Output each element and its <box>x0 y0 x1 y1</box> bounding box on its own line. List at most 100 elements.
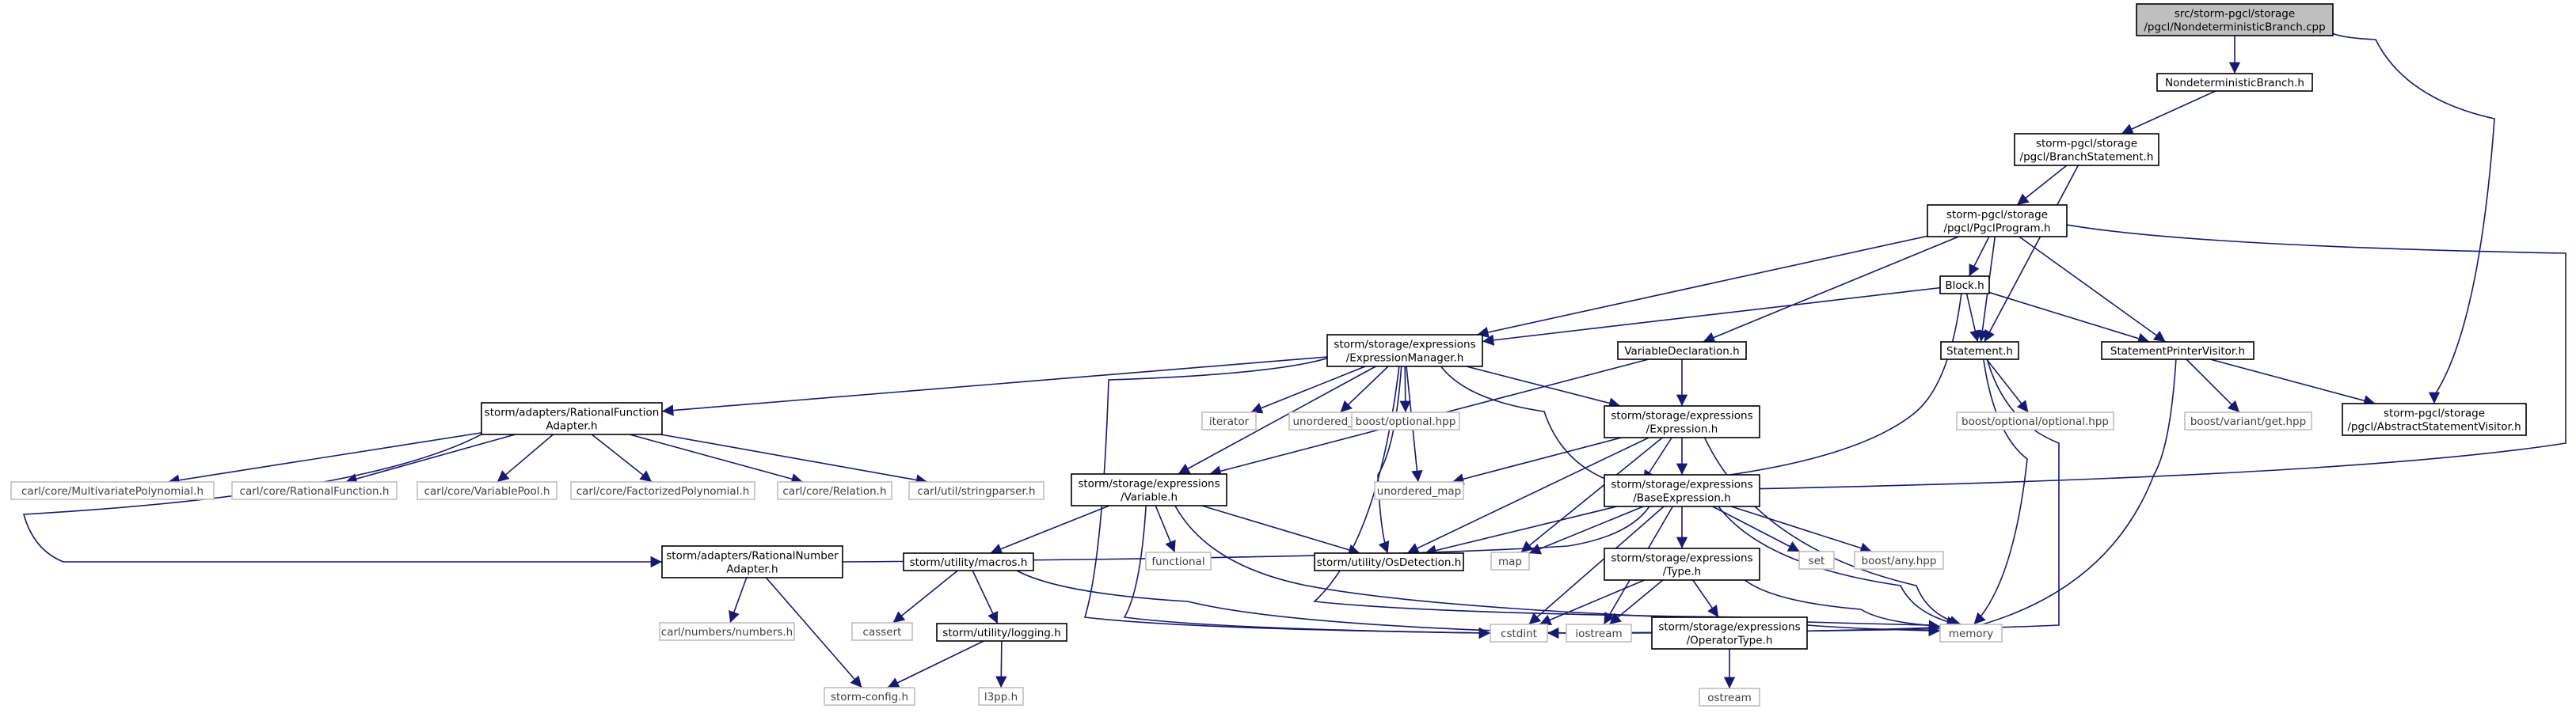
node-box <box>2156 73 2313 92</box>
node-label: iterator <box>1209 415 1250 428</box>
node-label: carl/core/FactorizedPolynomial.h <box>576 485 750 498</box>
edge-bs-to-stmt <box>1984 165 2079 343</box>
node-box <box>1956 411 2114 430</box>
edge-rna-to-carlnum <box>729 577 748 624</box>
node-label: storm-pgcl/storage <box>1946 209 2048 222</box>
node-label: /pgcl/PgclProgram.h <box>1943 222 2050 235</box>
node-label: carl/numbers/numbers.h <box>661 626 793 639</box>
edge-em-to-osd <box>1377 366 1402 554</box>
node-logging[interactable]: storm/utility/logging.h <box>936 623 1067 642</box>
node-vd[interactable]: VariableDeclaration.h <box>1617 341 1747 360</box>
node-box <box>851 622 913 641</box>
node-label: carl/core/VariablePool.h <box>424 485 550 498</box>
node-expr[interactable]: storm/storage/expressions/Expression.h <box>1604 405 1760 438</box>
edge-logging-to-stormcfg <box>887 640 984 688</box>
node-rf: carl/core/RationalFunction.h <box>231 481 398 500</box>
node-map: map <box>1490 552 1530 571</box>
node-box <box>1940 341 2019 360</box>
node-box <box>936 623 1067 642</box>
edge-block-to-spv <box>1988 291 2150 344</box>
node-label: set <box>1809 555 1825 567</box>
node-label: storm/storage/expressions <box>1078 478 1220 491</box>
node-label: /Type.h <box>1663 566 1701 578</box>
node-box <box>1374 481 1464 500</box>
node-macros[interactable]: storm/utility/macros.h <box>903 552 1034 571</box>
node-em[interactable]: storm/storage/expressions/ExpressionMana… <box>1326 334 1483 367</box>
node-osd[interactable]: storm/utility/OsDetection.h <box>1314 552 1464 571</box>
node-label: storm/utility/logging.h <box>942 627 1060 639</box>
node-bopt: boost/optional.hpp <box>1351 411 1460 430</box>
node-label: storm-config.h <box>831 691 908 704</box>
edge-em-to-iter <box>1250 366 1366 414</box>
node-box <box>659 622 795 641</box>
node-label: storm/storage/expressions <box>1611 552 1752 565</box>
edge-em-to-vec <box>1440 366 1626 489</box>
node-type[interactable]: storm/storage/expressions/Type.h <box>1604 548 1760 581</box>
node-label: storm/storage/expressions <box>1334 339 1475 351</box>
node-block[interactable]: Block.h <box>1939 275 1990 294</box>
node-asv[interactable]: storm-pgcl/storage/pgcl/AbstractStatemen… <box>2342 403 2527 436</box>
node-label: src/storm-pgcl/storage <box>2175 8 2295 21</box>
edge-be-to-map <box>1528 506 1644 555</box>
node-label: /ExpressionManager.h <box>1346 352 1464 365</box>
node-label: ostream <box>1707 692 1752 704</box>
node-var[interactable]: storm/storage/expressions/Variable.h <box>1071 473 1227 506</box>
node-bs[interactable]: storm-pgcl/storage/pgcl/BranchStatement.… <box>2014 133 2159 166</box>
node-ndbh[interactable]: NondeterministicBranch.h <box>2156 73 2313 92</box>
node-stmt[interactable]: Statement.h <box>1940 341 2019 360</box>
node-label: carl/core/MultivariatePolynomial.h <box>21 485 204 498</box>
node-label: storm/storage/expressions <box>1658 621 1800 634</box>
node-carlnum: carl/numbers/numbers.h <box>659 622 795 641</box>
edge-pp-to-em <box>1477 235 1928 338</box>
node-box <box>903 552 1034 571</box>
node-fp: carl/core/FactorizedPolynomial.h <box>570 481 755 500</box>
edge-var-to-func <box>1155 505 1176 553</box>
edge-rna-to-stormcfg <box>765 577 863 688</box>
node-label: Block.h <box>1945 279 1984 292</box>
node-boptopt: boost/optional/optional.hpp <box>1956 411 2114 430</box>
edge-macros-to-cassert <box>892 570 958 624</box>
node-label: storm/utility/OsDetection.h <box>1317 556 1462 569</box>
node-label: /Expression.h <box>1646 423 1718 436</box>
edge-em-to-uset <box>1339 366 1389 413</box>
edge-type-to-memory <box>1744 579 1941 631</box>
node-label: StatementPrinterVisitor.h <box>2110 345 2245 358</box>
node-optype[interactable]: storm/storage/expressions/OperatorType.h <box>1651 616 1808 650</box>
edge-var-to-osd <box>1201 505 1360 556</box>
node-box <box>1939 275 1990 294</box>
node-box <box>481 402 663 435</box>
node-spv[interactable]: StatementPrinterVisitor.h <box>2101 341 2254 360</box>
edge-pp-to-block <box>1968 236 1990 277</box>
edge-expr-to-osd <box>1406 437 1649 554</box>
edge-be-to-cstdint <box>1528 506 1665 625</box>
node-label: unordered_map <box>1377 485 1461 498</box>
node-label: storm/storage/expressions <box>1611 479 1752 491</box>
edge-pp-to-vec <box>1662 224 2566 497</box>
node-box <box>1566 624 1632 643</box>
edge-type-to-cstdint <box>1539 579 1645 626</box>
edge-spv-to-bvg <box>2186 358 2240 413</box>
node-box <box>231 481 398 500</box>
node-label: cstdint <box>1501 628 1537 640</box>
node-pp[interactable]: storm-pgcl/storage/pgcl/PgclProgram.h <box>1927 204 2068 237</box>
node-bany: boost/any.hpp <box>1854 551 1944 570</box>
edge-rfa-to-sp <box>660 434 928 486</box>
node-box <box>1927 204 2068 237</box>
node-label: boost/optional.hpp <box>1356 415 1456 428</box>
node-label: boost/optional/optional.hpp <box>1961 415 2109 428</box>
edge-bs-to-pp <box>2016 165 2068 206</box>
node-label: Adapter.h <box>726 563 778 576</box>
node-cassert: cassert <box>851 622 913 641</box>
node-label: boost/any.hpp <box>1862 555 1937 567</box>
node-box <box>10 481 215 500</box>
edge-type-to-optype <box>1692 579 1719 618</box>
node-box <box>1201 411 1257 430</box>
node-root[interactable]: src/storm-pgcl/storage/pgcl/Nondetermini… <box>2136 3 2334 36</box>
node-label: memory <box>1949 628 1993 640</box>
node-box <box>417 481 557 500</box>
node-label: map <box>1498 556 1522 568</box>
edge-rfa-to-rf <box>345 434 516 485</box>
node-be[interactable]: storm/storage/expressions/BaseExpression… <box>1604 474 1760 507</box>
